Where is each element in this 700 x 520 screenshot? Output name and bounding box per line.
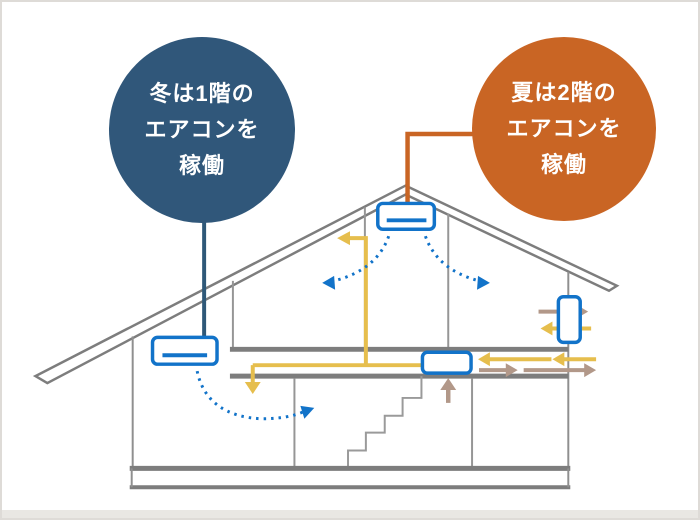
stairwell-up-arrow-head-icon [440,378,457,390]
duct-arrow-down-icon [244,382,261,394]
winter-callout-line2: エアコンを [144,117,260,142]
airflow-1f [195,370,304,421]
airflow-2f-left-head-icon [322,275,336,290]
airflow-2f-left [333,235,391,283]
attic-ac-unit-icon [376,201,437,231]
cavity-tan-arrow-2-head-icon [584,363,597,378]
bottom-border-band [2,510,698,518]
airflow-2f-right [424,235,480,283]
floor-duct-unit-icon [420,350,473,375]
first-floor-ac-unit-icon [150,335,219,366]
wall-unit-yellow-arrow-head-icon [540,321,553,336]
staircase [347,376,423,469]
cavity-tan-arrow-1-head-icon [505,363,518,378]
summer-callout-line3: 稼働 [540,152,587,177]
house-structure [32,184,620,490]
winter-callout-line1: 冬は1階の [149,81,255,106]
cavity-yellow-arrow-2-head-icon [552,352,565,367]
cavity-yellow-arrow-1-head-icon [478,352,490,367]
summer-callout-line1: 夏は2階の [511,80,617,105]
summer-callout-line2: エアコンを [506,116,622,141]
wall-vent-unit-icon [556,294,582,345]
duct-arrow-left-icon [337,231,350,246]
summer-callout-bubble: 夏は2階の エアコンを 稼働 [472,37,656,221]
equipment-units [150,201,582,375]
winter-callout-bubble: 冬は1階の エアコンを 稼働 [109,37,295,223]
airflow-dotted-blue [195,235,490,421]
duct-path [250,236,423,385]
airflow-1f-head-icon [300,405,315,419]
winter-callout-line3: 稼働 [178,153,225,178]
airflow-2f-right-head-icon [477,275,490,290]
